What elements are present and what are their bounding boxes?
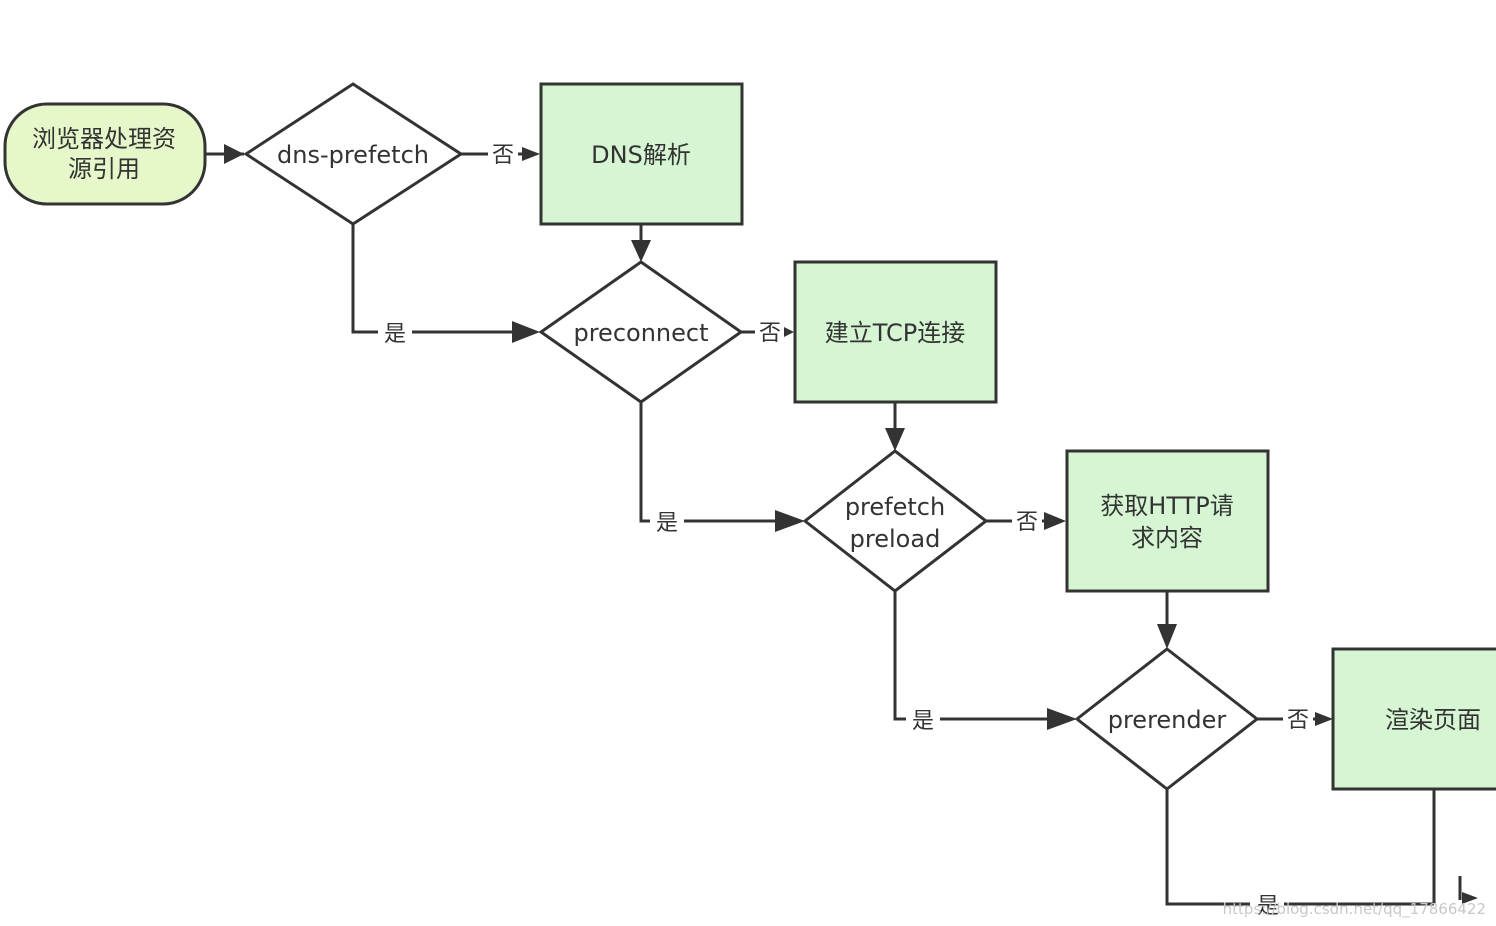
dns-resolve-label: DNS解析 — [591, 141, 691, 169]
node-render-page: 渲染页面 — [1331, 647, 1496, 791]
start-label-line2: 源引用 — [68, 155, 140, 183]
node-preconnect: preconnect — [538, 260, 744, 404]
node-dns-prefetch: dns-prefetch — [243, 82, 464, 226]
arrowhead — [522, 147, 540, 161]
watermark: https://blog.csdn.net/qq_17866422 — [1223, 900, 1486, 919]
arrowhead — [1044, 512, 1066, 530]
arrowhead — [1315, 712, 1333, 726]
decision-shape — [1074, 647, 1260, 791]
dns-prefetch-label: dns-prefetch — [277, 141, 429, 169]
preconnect-label: preconnect — [573, 319, 708, 347]
decision-shape — [802, 449, 989, 593]
prerender-label: prerender — [1108, 706, 1227, 734]
arrowhead — [631, 240, 651, 262]
arrowhead — [784, 327, 794, 337]
preload-label: preload — [850, 525, 941, 553]
node-http-request: 获取HTTP请 求内容 — [1065, 449, 1270, 593]
edge-label-no: 否 — [759, 321, 781, 346]
decision-shape — [243, 82, 464, 226]
arrowhead — [224, 144, 244, 164]
node-tcp-connect: 建立TCP连接 — [793, 260, 998, 404]
start-label-line1: 浏览器处理资 — [32, 125, 176, 153]
render-page-label: 渲染页面 — [1385, 706, 1481, 734]
edge-label-yes: 是 — [912, 709, 934, 734]
process-shape — [1331, 647, 1496, 791]
process-shape — [539, 82, 744, 226]
arrowhead — [512, 321, 540, 343]
node-prefetch-preload: prefetch preload — [802, 449, 989, 593]
edge-preconnect-yes — [639, 402, 650, 523]
arrowhead — [885, 428, 905, 451]
tcp-connect-label: 建立TCP连接 — [825, 319, 965, 347]
process-shape — [1065, 449, 1270, 593]
edge-dns-prefetch-yes — [351, 224, 378, 334]
edge-label-no: 否 — [1016, 510, 1038, 535]
arrowhead — [1157, 624, 1177, 649]
edge-label-no: 否 — [492, 143, 514, 168]
node-start: 浏览器处理资 源引用 — [3, 102, 207, 206]
start-shape — [3, 102, 207, 206]
arrowhead — [1047, 708, 1077, 730]
process-shape — [793, 260, 998, 404]
arrowhead — [1462, 892, 1478, 904]
edge-prefetch-yes — [893, 591, 906, 721]
decision-shape — [538, 260, 744, 404]
node-dns-resolve: DNS解析 — [539, 82, 744, 226]
http-request-label-line2: 求内容 — [1131, 524, 1203, 552]
connectors — [205, 144, 1478, 906]
node-prerender: prerender — [1074, 647, 1260, 791]
edge-label-yes: 是 — [1257, 894, 1279, 919]
prefetch-label: prefetch — [845, 493, 945, 521]
arrowhead — [775, 510, 805, 532]
edge-label-yes: 是 — [384, 322, 406, 347]
edge-labels: 否 是 否 是 否 是 否 是 — [384, 143, 1309, 919]
edge-label-yes: 是 — [656, 511, 678, 536]
edge-label-no: 否 — [1287, 708, 1309, 733]
http-request-label-line1: 获取HTTP请 — [1100, 492, 1233, 520]
edge-prerender-yes — [1165, 789, 1250, 906]
